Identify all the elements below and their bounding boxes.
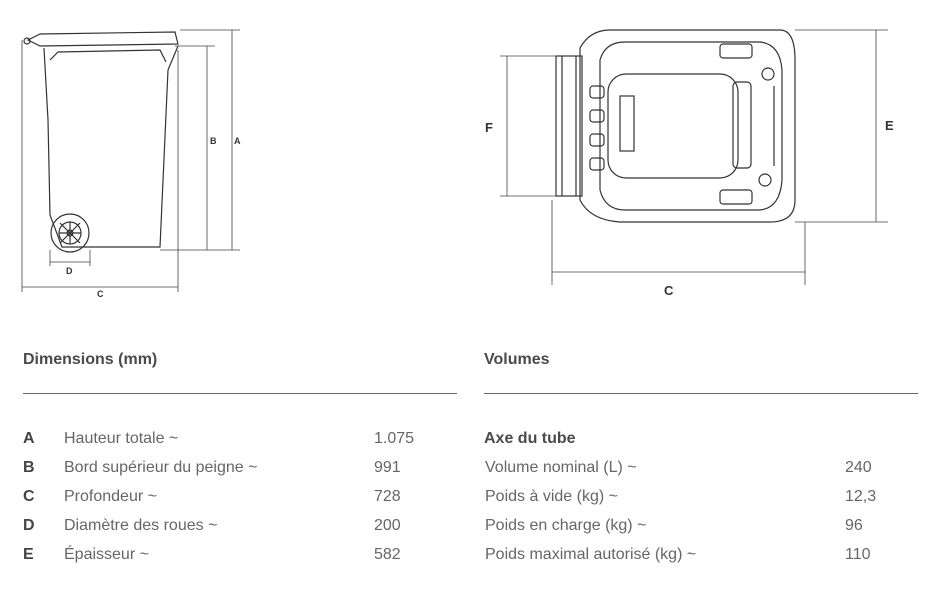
label-C-top: C [664,283,674,298]
dimension-label: Diamètre des roues ~ [64,517,218,534]
dimension-key: E [23,546,34,563]
volume-value: 240 [845,459,872,476]
volume-value: 110 [845,546,871,563]
bin-top-view-diagram: F E C [485,29,894,298]
dimension-label: Hauteur totale ~ [64,430,179,447]
dimensions-divider [23,393,457,394]
volume-label: Poids maximal autorisé (kg) ~ [485,546,697,563]
dimension-row: D Diamètre des roues ~ 200 [23,511,457,540]
dimension-key: A [23,430,35,447]
bin-side-view-diagram: B A D C [21,29,241,299]
volume-value: 12,3 [845,488,877,505]
volumes-divider [484,393,918,394]
dimension-row: C Profondeur ~ 728 [23,482,457,511]
dimension-label: Épaisseur ~ [64,546,149,563]
dimension-key: C [23,488,35,505]
label-F: F [485,120,493,135]
volumes-heading: Volumes [484,351,550,368]
dimension-key: D [23,517,35,534]
volume-label: Volume nominal (L) ~ [485,459,637,476]
volume-row: Poids maximal autorisé (kg) ~ 110 [484,540,918,569]
label-B: B [210,136,217,146]
dimension-value: 1.075 [374,430,415,447]
dimension-key: B [23,459,35,476]
volumes-subheading: Axe du tube [484,430,576,447]
dimension-label: Bord supérieur du peigne ~ [64,459,258,476]
dimension-value: 200 [374,517,401,534]
volume-label: Poids à vide (kg) ~ [485,488,618,505]
dimension-row: B Bord supérieur du peigne ~ 991 [23,453,457,482]
volume-row: Poids à vide (kg) ~ 12,3 [484,482,918,511]
label-A: A [234,136,241,146]
dimension-value: 991 [374,459,401,476]
volume-row: Poids en charge (kg) ~ 96 [484,511,918,540]
label-C: C [97,289,104,299]
label-D: D [66,266,73,276]
volume-label: Poids en charge (kg) ~ [485,517,647,534]
label-E: E [885,118,894,133]
volume-row: Volume nominal (L) ~ 240 [484,453,918,482]
dimensions-heading: Dimensions (mm) [23,351,158,368]
volume-value: 96 [845,517,863,534]
dimension-row: E Épaisseur ~ 582 [23,540,457,569]
dimension-value: 582 [374,546,401,563]
dimension-row: A Hauteur totale ~ 1.075 [23,424,457,453]
dimension-label: Profondeur ~ [64,488,157,505]
dimension-value: 728 [374,488,401,505]
